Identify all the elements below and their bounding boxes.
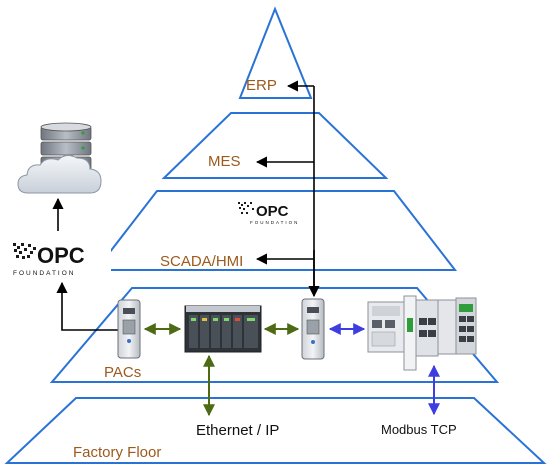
plc-rack-icon (184, 305, 262, 353)
tier-scada (93, 190, 458, 271)
pyramid (4, 6, 547, 464)
gateway-module-icon-left (117, 299, 141, 359)
protocol-label-ethernet: Ethernet / IP (196, 422, 279, 439)
cloud-icon (17, 154, 102, 194)
controller-module-icon (367, 295, 477, 371)
level-label-factory-floor: Factory Floor (73, 444, 161, 461)
level-label-scada: SCADA/HMI (160, 253, 243, 270)
opc-foundation-logo-small: OPC FOUNDATION (238, 202, 299, 225)
data-flow-connector (255, 80, 320, 298)
opc-logo-foundation: FOUNDATION (13, 270, 76, 277)
level-label-mes: MES (208, 153, 241, 170)
opc-logo-mark: OPC (37, 243, 85, 268)
opc-logo-foundation-small: FOUNDATION (250, 220, 299, 225)
tier-mes (161, 112, 389, 179)
gateway-module-icon-center (301, 298, 325, 360)
tier-pacs (49, 287, 500, 383)
arrow-pac-to-opc (56, 281, 119, 331)
tier-erp (238, 6, 313, 99)
opc-logo-mark-small: OPC (256, 203, 289, 220)
level-label-pacs: PACs (104, 364, 141, 381)
opc-foundation-logo: OPC FOUNDATION (11, 237, 111, 277)
level-label-erp: ERP (246, 77, 277, 94)
protocol-label-modbus: Modbus TCP (381, 422, 457, 437)
tier-factory-floor (4, 397, 547, 464)
